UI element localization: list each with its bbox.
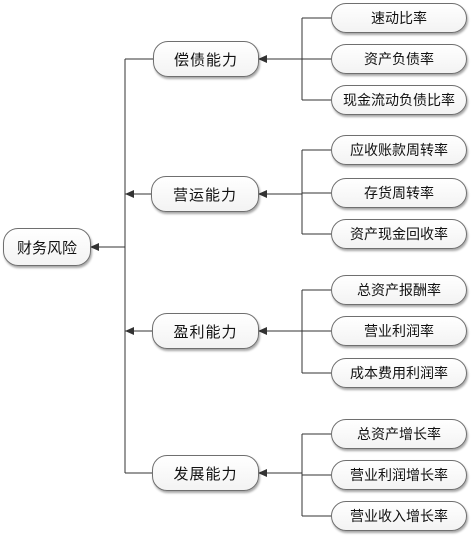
leaf-node-operating-profit-growth: 营业利润增长率 bbox=[331, 460, 467, 490]
leaf-node-debt-asset-ratio: 资产负债率 bbox=[331, 44, 467, 74]
leaf-node-cash-flow-liability-ratio: 现金流动负债比率 bbox=[331, 85, 467, 115]
leaf-node-cash-recovery-ratio: 资产现金回收率 bbox=[331, 219, 467, 249]
leaf-node-inventory-turnover: 存货周转率 bbox=[331, 178, 467, 208]
leaf-node-operating-profit-margin: 营业利润率 bbox=[331, 316, 467, 346]
leaf-node-return-on-assets: 总资产报酬率 bbox=[331, 275, 467, 305]
leaf-node-total-asset-growth: 总资产增长率 bbox=[331, 419, 467, 449]
group-node-profitability: 盈利能力 bbox=[152, 313, 259, 349]
leaf-node-cost-profit-ratio: 成本费用利润率 bbox=[331, 358, 467, 388]
leaf-node-quick-ratio: 速动比率 bbox=[331, 3, 467, 33]
group-node-solvency: 偿债能力 bbox=[153, 41, 259, 77]
group-node-development-capability: 发展能力 bbox=[152, 455, 259, 491]
leaf-node-receivables-turnover: 应收账款周转率 bbox=[331, 135, 467, 165]
root-node-financial-risk: 财务风险 bbox=[3, 228, 91, 266]
leaf-node-operating-revenue-growth: 营业收入增长率 bbox=[331, 501, 467, 531]
group-node-operating-capability: 营运能力 bbox=[151, 176, 259, 212]
